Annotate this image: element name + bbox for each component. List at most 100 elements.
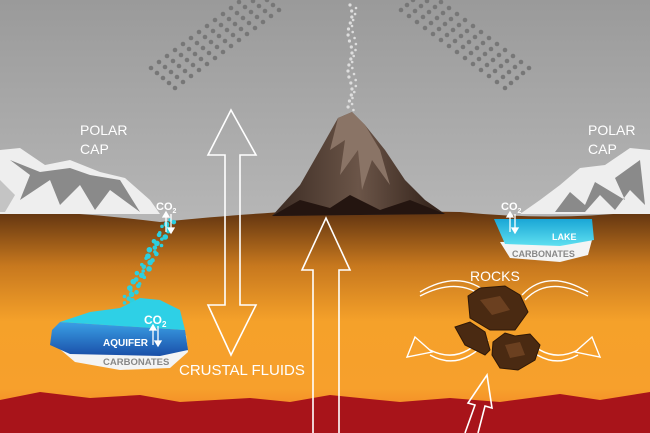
dot bbox=[492, 68, 498, 74]
dot bbox=[424, 0, 430, 4]
co2-surface-right-label: CO2 bbox=[501, 201, 522, 215]
dot bbox=[188, 73, 194, 79]
dot bbox=[270, 2, 276, 8]
dot bbox=[228, 5, 234, 11]
volcano-plume bbox=[346, 3, 358, 112]
dot bbox=[148, 65, 154, 71]
dot bbox=[250, 0, 256, 4]
dot bbox=[349, 93, 353, 97]
polar-cap-right bbox=[520, 148, 650, 214]
dot bbox=[426, 9, 432, 15]
dot bbox=[144, 256, 148, 261]
dot bbox=[254, 14, 260, 20]
dot bbox=[438, 37, 444, 43]
dot bbox=[184, 57, 190, 63]
dot bbox=[238, 26, 244, 32]
dot bbox=[128, 291, 135, 298]
dot bbox=[134, 270, 140, 276]
dot bbox=[482, 51, 488, 57]
dot bbox=[349, 57, 353, 61]
dot bbox=[141, 269, 146, 273]
dot bbox=[180, 79, 186, 85]
dot bbox=[446, 43, 452, 49]
dot bbox=[352, 54, 356, 58]
dot bbox=[276, 7, 282, 13]
dot bbox=[474, 45, 480, 51]
dot bbox=[346, 105, 350, 109]
dot bbox=[350, 24, 354, 28]
dot bbox=[508, 80, 514, 86]
dot bbox=[442, 21, 448, 27]
dot bbox=[246, 20, 252, 26]
dot bbox=[172, 47, 178, 53]
dot bbox=[418, 3, 424, 9]
dot bbox=[248, 9, 254, 15]
dot bbox=[422, 25, 428, 31]
dot bbox=[450, 27, 456, 33]
dot bbox=[146, 246, 153, 253]
dot bbox=[484, 62, 490, 68]
dot bbox=[460, 44, 466, 50]
dot bbox=[520, 70, 526, 76]
dot bbox=[146, 266, 152, 272]
dot bbox=[268, 13, 274, 19]
dot bbox=[438, 0, 444, 5]
dot bbox=[502, 47, 508, 53]
dot bbox=[349, 45, 353, 49]
dot bbox=[196, 29, 202, 35]
dot bbox=[436, 26, 442, 32]
lake-pocket bbox=[494, 219, 594, 262]
dot bbox=[134, 289, 139, 295]
lake-label: LAKE bbox=[552, 232, 577, 242]
dot bbox=[486, 35, 492, 41]
dot bbox=[410, 0, 416, 3]
dot bbox=[141, 264, 147, 270]
dot bbox=[212, 17, 218, 23]
dot bbox=[504, 58, 510, 64]
dot bbox=[154, 240, 160, 247]
dot bbox=[220, 49, 226, 55]
dot bbox=[242, 4, 248, 10]
dot bbox=[454, 11, 460, 17]
dot bbox=[351, 30, 354, 34]
dot bbox=[347, 75, 351, 79]
dot bbox=[244, 31, 250, 37]
dot bbox=[350, 9, 354, 13]
dot bbox=[196, 67, 202, 73]
dot bbox=[152, 245, 158, 250]
dot bbox=[202, 34, 208, 40]
dot bbox=[142, 275, 147, 280]
co2-exchange-arrows-right bbox=[505, 210, 520, 235]
dot bbox=[346, 33, 350, 37]
polar-cap-right-label: POLAR CAP bbox=[588, 122, 639, 157]
dot bbox=[490, 57, 496, 63]
dot bbox=[228, 43, 234, 49]
aquifer-carbonates-label: CARBONATES bbox=[103, 357, 169, 368]
dot bbox=[166, 80, 172, 86]
dot bbox=[174, 74, 180, 80]
dot bbox=[210, 28, 216, 34]
dot bbox=[160, 75, 166, 81]
dot bbox=[351, 18, 355, 22]
dotted-arrow-right bbox=[398, 0, 532, 91]
dot bbox=[171, 219, 177, 225]
dot bbox=[440, 10, 446, 16]
dot bbox=[194, 40, 200, 46]
dot bbox=[156, 59, 162, 65]
dot bbox=[454, 49, 460, 55]
dot bbox=[462, 17, 468, 23]
dot bbox=[404, 2, 410, 8]
dot bbox=[122, 294, 127, 299]
co2-exchange-arrows-aquifer bbox=[148, 323, 163, 348]
mantle-layer bbox=[0, 392, 650, 433]
dot bbox=[486, 73, 492, 79]
dot bbox=[164, 53, 170, 59]
dot bbox=[176, 63, 182, 69]
dot bbox=[190, 62, 196, 68]
dot bbox=[252, 25, 258, 31]
dot bbox=[354, 42, 358, 46]
dot bbox=[468, 50, 474, 56]
polar-cap-left-label: POLAR CAP bbox=[80, 122, 131, 157]
crustal-fluids-double-arrow bbox=[206, 108, 258, 357]
